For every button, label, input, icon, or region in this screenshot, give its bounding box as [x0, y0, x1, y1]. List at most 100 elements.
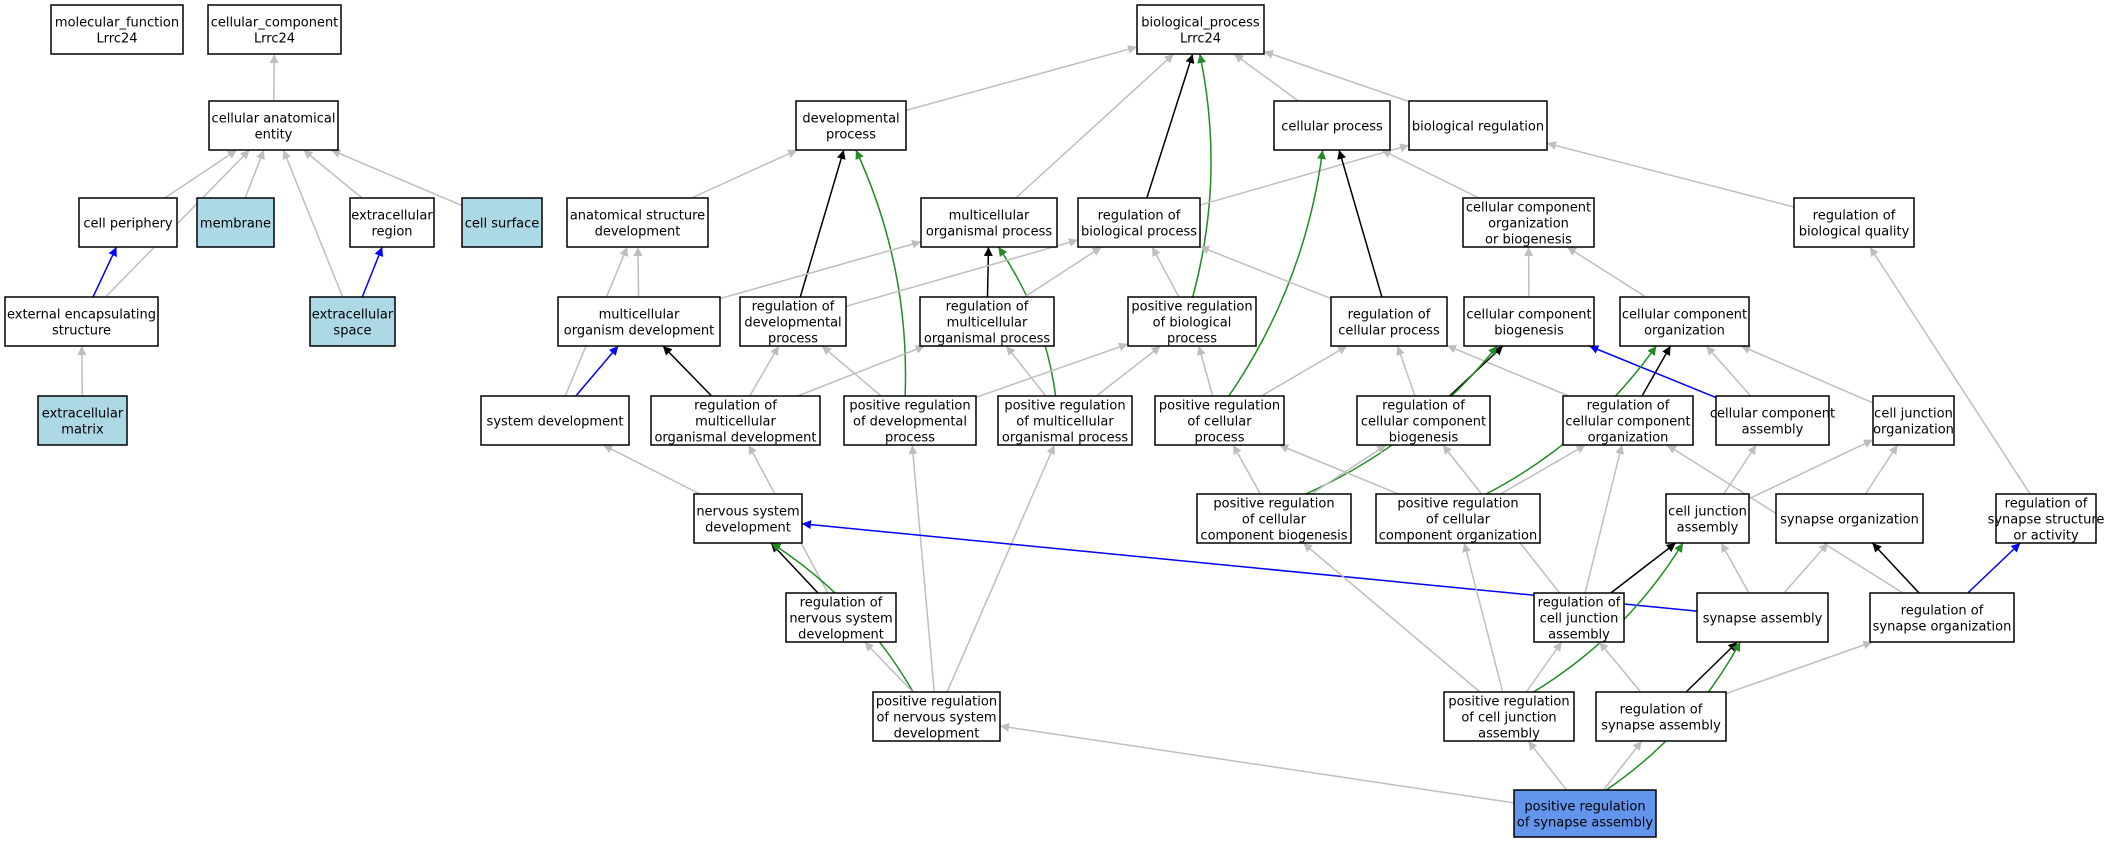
term-label-line: of cellular — [1187, 415, 1252, 430]
term-box — [1775, 493, 1924, 544]
term-node-membrane[interactable]: membrane — [196, 197, 275, 248]
term-label-line: entity — [255, 128, 293, 143]
term-label-line: regulation of — [946, 300, 1029, 315]
term-label-line: synapse structure — [1988, 513, 2105, 528]
edge-is-a — [1095, 345, 1162, 397]
edge-regulates — [1685, 641, 1738, 693]
edge-part-of — [1588, 345, 1717, 399]
term-node-synasm[interactable]: synapse assembly — [1696, 592, 1829, 643]
term-label-line: multicellular — [947, 316, 1028, 331]
term-box — [566, 197, 709, 248]
term-box — [1513, 789, 1657, 838]
term-node-bioreg[interactable]: biological regulation — [1408, 100, 1548, 151]
term-node-sysdev[interactable]: system development — [480, 395, 630, 446]
term-node-csurf[interactable]: cell surface — [461, 197, 543, 248]
term-label-line: cellular process — [1281, 120, 1383, 135]
term-label-line: biogenesis — [1494, 324, 1564, 339]
term-label-line: Lrrc24 — [96, 32, 137, 47]
term-box — [480, 395, 630, 446]
edge-is-a — [719, 239, 922, 300]
term-box — [1619, 296, 1750, 347]
term-label-line: cellular component — [1361, 415, 1486, 430]
term-label-line: positive regulation — [1448, 695, 1569, 710]
term-label-line: cellular anatomical — [212, 112, 336, 127]
term-node-synorg[interactable]: synapse organization — [1775, 493, 1924, 544]
term-label-line: biogenesis — [1389, 431, 1459, 446]
term-node-cellp[interactable]: cellular process — [1273, 100, 1391, 151]
term-label-line: assembly — [1548, 628, 1610, 643]
edge-regulates — [1641, 345, 1672, 397]
term-box — [920, 197, 1058, 248]
edge-is-a — [1525, 641, 1563, 693]
term-label-line: biological regulation — [1412, 120, 1544, 135]
term-box — [693, 493, 803, 544]
edge-is-a — [1005, 345, 1047, 397]
term-label-line: cell junction — [1540, 612, 1619, 627]
term-label-line: multicellular — [949, 209, 1030, 224]
edge-regulates — [662, 345, 713, 397]
term-label-line: regulation of — [1098, 209, 1181, 224]
term-label-line: synapse assembly — [1601, 719, 1721, 734]
term-label-line: matrix — [61, 423, 104, 438]
term-label-line: organismal development — [654, 431, 816, 446]
term-label-line: regulation of — [1620, 703, 1703, 718]
term-box — [650, 395, 821, 446]
edge-regulates — [1871, 542, 1920, 594]
term-box — [50, 4, 184, 55]
term-node-cperiph[interactable]: cell periphery — [78, 197, 178, 248]
term-label-line: positive regulation — [849, 399, 970, 414]
edge-is-a — [1024, 246, 1102, 298]
term-box — [1595, 691, 1727, 742]
term-box — [919, 296, 1055, 347]
term-label-line: regulation of — [1538, 596, 1621, 611]
term-box — [785, 592, 897, 643]
edge-regulates — [983, 246, 993, 298]
term-label-line: system development — [487, 415, 624, 430]
term-label-line: development — [705, 521, 791, 536]
term-box — [1533, 592, 1625, 643]
term-label-line: positive regulation — [1524, 800, 1645, 815]
term-label-line: regulation of — [752, 300, 835, 315]
